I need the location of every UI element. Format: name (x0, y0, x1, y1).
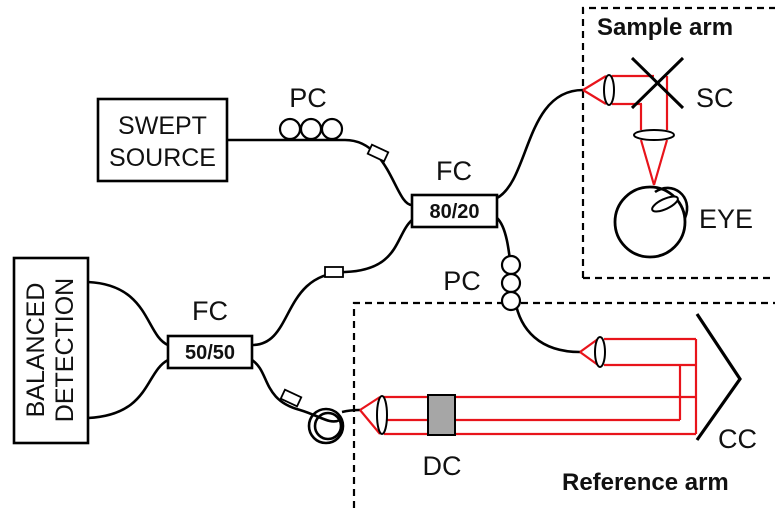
pc-label: PC (289, 83, 327, 113)
reference-arm-region (352, 301, 775, 508)
dc-label: DC (423, 451, 462, 481)
sample-arm-region (581, 6, 775, 278)
sample-arm-title: Sample arm (597, 14, 733, 41)
balanced-detection-label: BALANCED (22, 283, 50, 418)
pc-label: PC (443, 266, 481, 296)
objective-lens (633, 129, 675, 141)
eye-icon (613, 185, 689, 259)
fiber-coupler-80-20 (410, 193, 499, 229)
swept-source-label: SOURCE (109, 144, 216, 172)
loop-fiber (251, 358, 341, 423)
reference-collimator-lens (594, 336, 606, 368)
sample-fiber (496, 88, 584, 200)
dispersion-compensator (427, 394, 456, 436)
reference-arm-title: Reference arm (562, 469, 729, 496)
swept-source-box (96, 97, 229, 183)
reference-arm-beam (359, 337, 698, 436)
source-fiber (227, 138, 413, 207)
sc-label: SC (696, 83, 734, 113)
balanced-detection-label: DETECTION (51, 278, 79, 422)
interferometer-fiber (251, 219, 413, 347)
fiber-coupler-50-50 (166, 334, 254, 370)
detector-fiber-top (87, 280, 169, 347)
collimator-lens (603, 74, 615, 106)
coupler-ratio-label: 80/20 (429, 201, 479, 223)
cc-label: CC (718, 424, 757, 454)
swept-source-label: SWEPT (118, 112, 207, 140)
fiber-connector (279, 388, 303, 408)
fc-label: FC (192, 296, 228, 326)
fiber-connector (324, 266, 344, 278)
fiber-loop (307, 407, 345, 445)
detector-fiber-bottom (87, 358, 169, 420)
polarization-controller-top (278, 117, 344, 141)
eye-label: EYE (699, 204, 753, 234)
polarization-controller-mid (500, 254, 522, 312)
reference-lens (376, 395, 388, 435)
balanced-detection-box (12, 256, 90, 445)
scanner-icon (630, 56, 685, 110)
fiber-connector (366, 143, 390, 163)
coupler-ratio-label: 50/50 (185, 342, 235, 364)
corner-cube-mirror (695, 313, 742, 441)
fc-label: FC (436, 156, 472, 186)
